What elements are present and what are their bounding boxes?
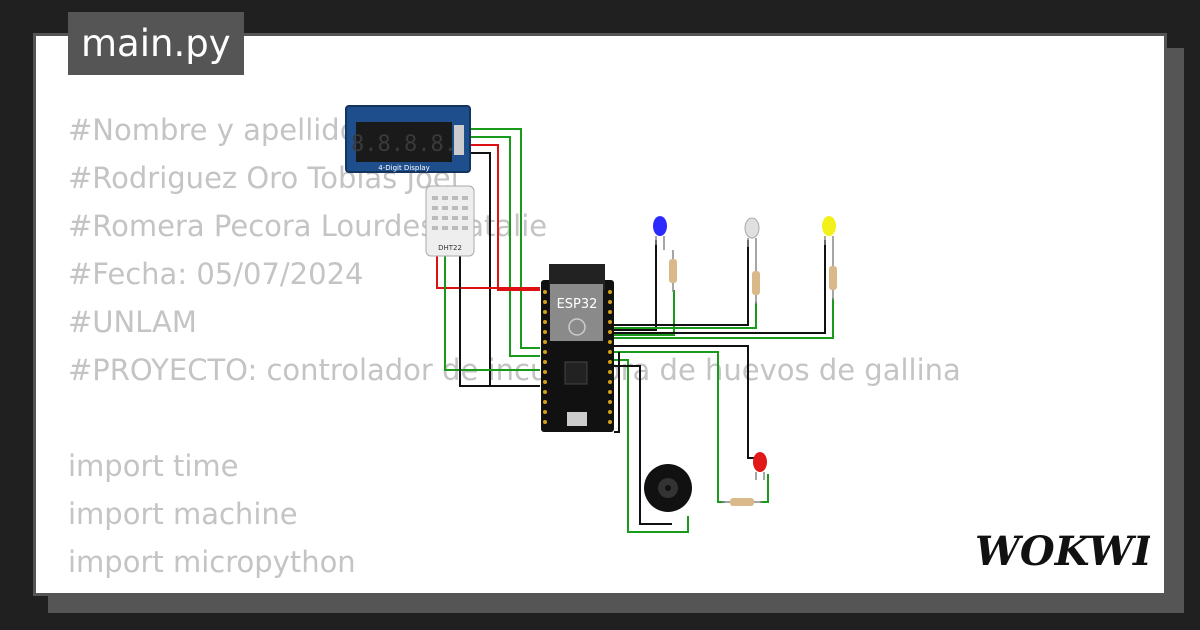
resistor-yellow <box>829 260 837 300</box>
wire-dht-vcc <box>436 255 540 289</box>
espressif-icon <box>568 318 586 336</box>
wire-dht-data <box>444 255 540 371</box>
wire-red-res-out <box>760 474 769 503</box>
code-line: #UNLAM <box>68 305 197 339</box>
wire-led-white <box>614 302 757 329</box>
led-red <box>753 452 767 480</box>
wire-dht-gnd <box>459 255 540 387</box>
esp32-board: ESP32 <box>541 264 614 432</box>
wire-display-gnd <box>462 152 540 387</box>
display-digits: 8.8.8.8. <box>351 132 457 157</box>
wire-led-red <box>614 351 725 503</box>
wire-led-white-gnd <box>614 240 749 326</box>
wire-buzzer-gnd <box>614 365 672 525</box>
led-white <box>744 217 760 260</box>
wire-led-yellow <box>614 298 834 339</box>
dht22-sensor: DHT22 <box>425 185 475 257</box>
wire-led-yellow-gnd <box>614 240 826 334</box>
resistor-white <box>752 260 760 304</box>
led-yellow <box>822 216 836 260</box>
display-label: 4-Digit Display <box>378 164 429 172</box>
code-line: import micropython <box>68 545 356 579</box>
code-line: #Fecha: 05/07/2024 <box>68 257 364 291</box>
led-blue <box>653 216 667 250</box>
wire-buzzer <box>614 359 689 533</box>
wire-esp-gnd <box>614 352 620 433</box>
code-preview: #Nombre y apellido #Rodriguez Oro Tobias… <box>68 106 961 593</box>
filename-tab: main.py <box>68 12 244 75</box>
code-line: import machine <box>68 497 298 531</box>
wire-display-vcc <box>462 144 540 291</box>
code-line: import time <box>68 449 239 483</box>
wire-display-dio <box>462 136 540 357</box>
wires <box>436 128 834 533</box>
code-line: #Nombre y apellido <box>68 113 358 147</box>
wire-led-red-gnd <box>614 345 755 459</box>
code-line: #PROYECTO: controlador de incubadora de … <box>68 353 961 387</box>
wire-display-clk <box>462 128 540 349</box>
wire-led-blue-gnd <box>614 240 657 331</box>
resistor-blue <box>669 250 677 292</box>
four-digit-display: 8.8.8.8. 4-Digit Display <box>345 105 471 173</box>
logo-text: WOKWI <box>975 528 1150 575</box>
board-label: ESP32 <box>557 297 598 312</box>
wire-led-blue <box>614 290 675 336</box>
resistor-red <box>722 498 762 506</box>
wokwi-logo: WOKWI <box>975 525 1153 577</box>
buzzer <box>644 464 692 512</box>
sensor-label: DHT22 <box>438 244 462 252</box>
